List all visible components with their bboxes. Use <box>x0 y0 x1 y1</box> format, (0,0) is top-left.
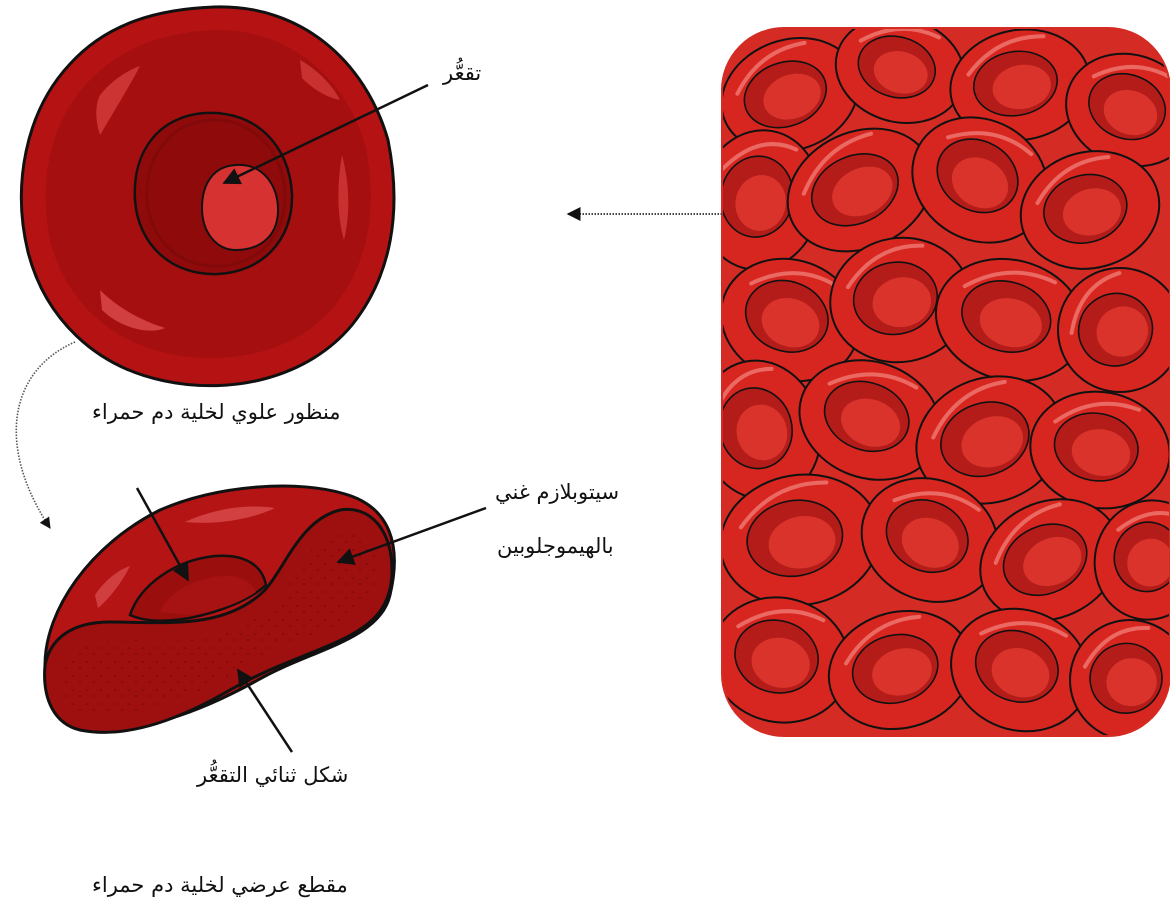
top-view-caption: منظور علوي لخلية دم حمراء <box>92 397 341 429</box>
biconcave-pointer-arrow <box>238 670 292 752</box>
rbc-top-view <box>21 7 394 386</box>
concavity-label: تقعُّر <box>443 58 481 90</box>
cytoplasm-label-line1: سيتوبلازم غني <box>495 477 619 509</box>
top-to-cross-curved-arrow <box>16 342 75 528</box>
rbc-cross-section <box>45 486 395 732</box>
blood-cells-panel <box>684 3 1170 750</box>
cross-section-caption: مقطع عرضي لخلية دم حمراء <box>92 870 348 902</box>
cytoplasm-label-line2: بالهيموجلوبين <box>497 531 614 563</box>
biconcave-label: شكل ثنائي التقعُّر <box>197 760 348 792</box>
